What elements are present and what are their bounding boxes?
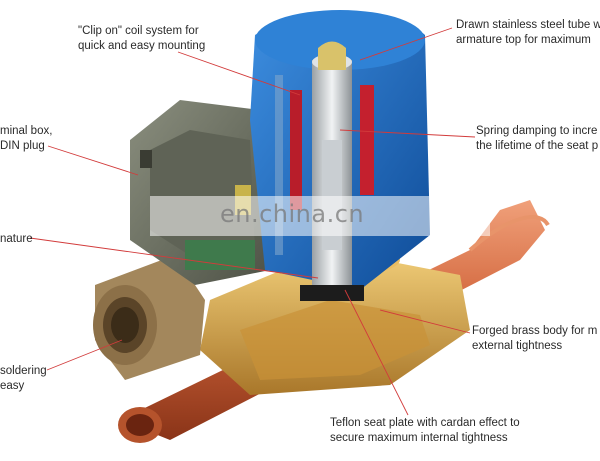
label-spring-damping: Spring damping to incre the lifetime of … — [476, 124, 598, 154]
leader-lines — [29, 27, 476, 416]
label-line: "Clip on" coil system for — [78, 25, 199, 37]
label-line: Forged brass body for m — [472, 325, 598, 337]
label-armature: nature — [0, 232, 33, 247]
label-line: minal box, — [0, 125, 53, 137]
label-drawn-tube: Drawn stainless steel tube w armature to… — [456, 18, 600, 48]
label-line: external tightness — [472, 340, 563, 352]
label-line: quick and easy mounting — [78, 40, 206, 52]
label-line: Teflon seat plate with cardan effect to — [330, 417, 520, 429]
watermark: en.china.cn — [150, 196, 490, 236]
label-soldering: soldering easy — [0, 364, 47, 394]
label-teflon-seat: Teflon seat plate with cardan effect to … — [330, 416, 520, 446]
terminal-box-housing — [130, 100, 270, 285]
label-line: the lifetime of the seat p — [476, 140, 599, 152]
watermark-text: en.china.cn — [220, 200, 365, 228]
label-line: soldering — [0, 365, 47, 377]
label-line: easy — [0, 380, 25, 392]
label-line: DIN plug — [0, 140, 45, 152]
label-line: armature top for maximum — [456, 34, 591, 46]
label-line: secure maximum internal tightness — [330, 432, 508, 444]
label-terminal-box: minal box, DIN plug — [0, 124, 52, 154]
label-line: Drawn stainless steel tube w — [456, 19, 600, 31]
label-clip-on-coil: "Clip on" coil system for quick and easy… — [78, 24, 205, 54]
label-line: nature — [0, 233, 33, 245]
label-line: Spring damping to incre — [476, 125, 598, 137]
label-forged-body: Forged brass body for m external tightne… — [472, 324, 597, 354]
